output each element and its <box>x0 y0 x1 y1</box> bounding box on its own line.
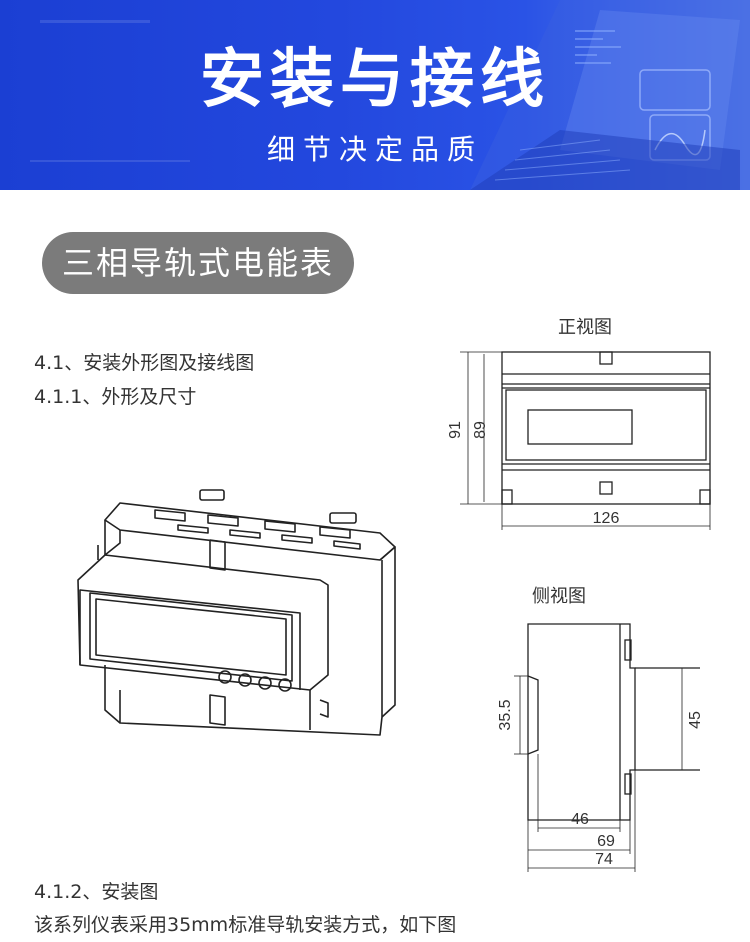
front-view-label: 正视图 <box>558 317 612 338</box>
section-title-pill: 三相导轨式电能表 <box>42 232 354 294</box>
body-text: 该系列仪表采用35mm标准导轨安装方式，如下图 <box>34 914 457 936</box>
heading-4-1-2: 4.1.2、安装图 <box>34 881 159 903</box>
side-dim-35-5: 35.5 <box>497 699 514 730</box>
banner-subtitle: 细节决定品质 <box>266 133 483 166</box>
heading-4-1-1: 4.1.1、外形及尺寸 <box>34 386 197 408</box>
front-dim-91: 91 <box>447 421 464 439</box>
banner-title: 安装与接线 <box>200 43 550 117</box>
front-dim-126: 126 <box>593 510 620 527</box>
front-view-drawing: 91 89 126 <box>447 351 711 530</box>
heading-4-1: 4.1、安装外形图及接线图 <box>34 352 255 374</box>
side-dim-45: 45 <box>687 711 704 729</box>
side-dim-69: 69 <box>597 833 615 850</box>
side-dim-74: 74 <box>595 851 613 868</box>
side-dim-46: 46 <box>571 811 589 828</box>
side-view-label: 侧视图 <box>532 586 586 607</box>
header-banner: 安装与接线 细节决定品质 <box>0 0 750 190</box>
meter-3d-drawing <box>77 489 396 736</box>
front-dim-89: 89 <box>472 421 489 439</box>
side-view-drawing: 35.5 45 46 69 74 <box>497 623 704 872</box>
laptop-illustration <box>30 0 750 190</box>
